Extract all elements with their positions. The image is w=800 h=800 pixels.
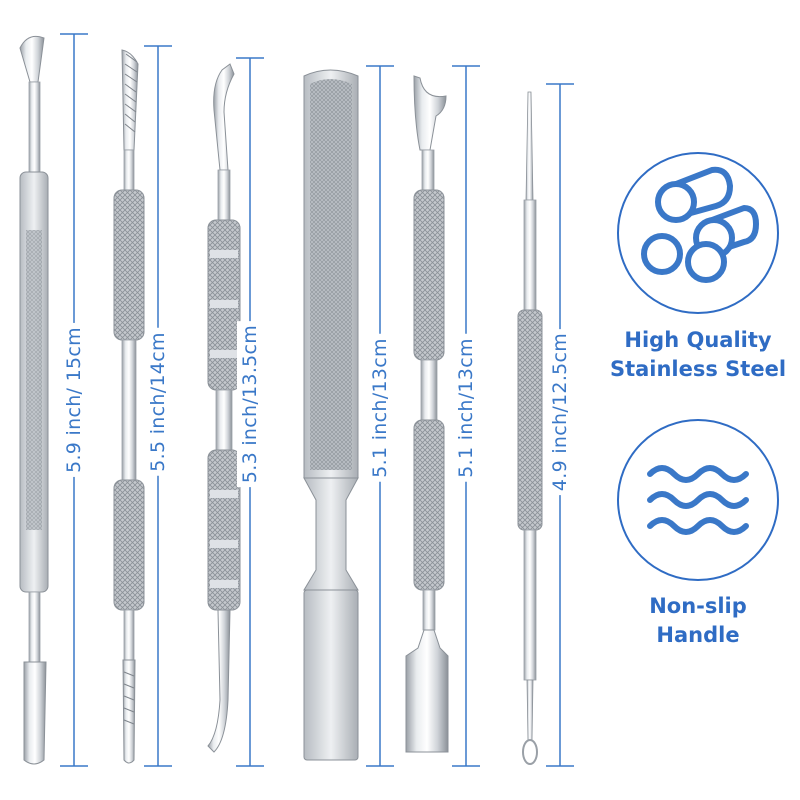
feature-stainless-steel-text: High Quality Stainless Steel	[588, 326, 800, 384]
flat-nail-file-tool	[303, 69, 359, 761]
measure-label-4: 5.1 inch/13cm	[367, 334, 393, 482]
measure-label-6: 4.9 inch/12.5cm	[547, 328, 573, 496]
serrated-file-lifter-tool	[113, 49, 145, 764]
waves-icon	[617, 419, 779, 581]
measure-label-1: 5.9 inch/ 15cm	[61, 323, 87, 477]
curved-hook-tool	[207, 63, 241, 753]
feature-line: Stainless Steel	[609, 357, 787, 381]
measure-label-2: 5.5 inch/14cm	[145, 328, 171, 476]
feature-non-slip-text: Non-slip Handle	[588, 592, 800, 650]
needle-loop-tool	[517, 91, 543, 765]
steel-bars-icon	[617, 152, 779, 314]
measure-label-3: 5.3 inch/13.5cm	[237, 320, 263, 488]
spoon-pusher-tool	[19, 35, 49, 765]
blade-pusher-tool	[405, 75, 449, 753]
feature-line: Handle	[656, 623, 740, 647]
feature-line: Non-slip	[649, 594, 747, 618]
measure-label-5: 5.1 inch/13cm	[453, 334, 479, 482]
feature-line: High Quality	[624, 328, 772, 352]
